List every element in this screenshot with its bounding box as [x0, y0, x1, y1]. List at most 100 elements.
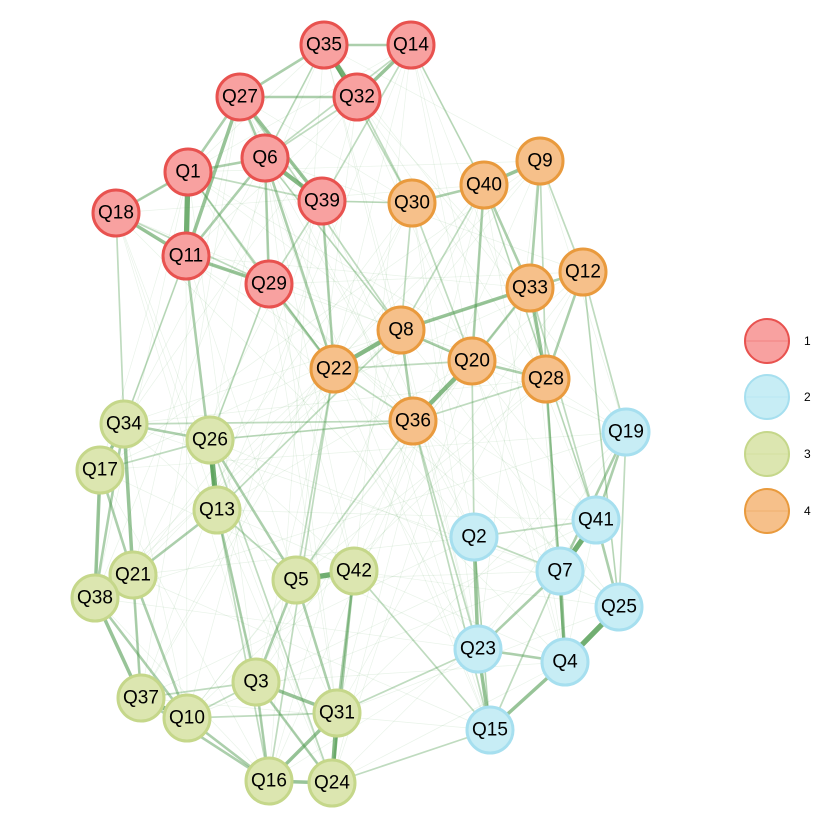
node-label: Q37 [123, 688, 159, 709]
faint-edge [186, 579, 297, 719]
legend-item-4: 4 [744, 488, 811, 534]
edge-Q35-Q30 [323, 44, 413, 204]
legend: 1 2 3 4 [744, 318, 811, 534]
legend-item-3: 3 [744, 431, 811, 477]
node-circle [297, 176, 347, 226]
faint-edge [140, 536, 475, 699]
faint-edge [333, 368, 475, 538]
node-circle [447, 336, 497, 386]
faint-edge [132, 96, 241, 576]
node-circle [465, 705, 515, 755]
faint-edge [356, 96, 531, 289]
edge-Q20-Q2 [471, 360, 475, 538]
edge-Q34-Q38 [93, 422, 126, 600]
faint-edge [264, 157, 414, 422]
node-circle [192, 485, 242, 535]
node-label: Q19 [608, 422, 644, 443]
node-label: Q40 [466, 175, 502, 196]
node-circle [453, 624, 503, 674]
node-circle [329, 546, 379, 596]
edge-Q6-Q8 [264, 157, 402, 331]
faint-edge [356, 96, 547, 380]
faint-edge [331, 44, 412, 784]
faint-edge [255, 661, 566, 683]
node-label: Q39 [304, 191, 340, 212]
faint-edge [216, 509, 597, 521]
edge-Q40-Q20 [470, 183, 486, 363]
faint-edge [295, 96, 358, 581]
node-label: Q25 [601, 597, 637, 618]
faint-edge [471, 184, 485, 362]
node-circle [244, 259, 294, 309]
edge-Q14-Q40 [410, 44, 485, 186]
faint-edge [216, 184, 485, 511]
faint-edge [185, 255, 561, 572]
faint-edge [331, 184, 485, 784]
edge-Q28-Q4 [544, 377, 567, 664]
faint-edge [323, 44, 541, 162]
faint-edge [99, 160, 541, 471]
edge-Q29-Q26 [209, 283, 270, 441]
edge-Q8-Q13 [216, 329, 402, 511]
node-circle [386, 20, 436, 70]
node-Q2: Q2 [449, 512, 499, 562]
edge-Q34-Q36 [123, 420, 414, 425]
node-Q4: Q4 [540, 637, 590, 687]
faint-edge [477, 431, 627, 650]
faint-edge [545, 378, 561, 572]
node-Q7: Q7 [535, 546, 585, 596]
edge-Q26-Q5 [208, 438, 298, 582]
edge-Q40-Q41 [483, 184, 597, 521]
faint-edge [410, 44, 473, 362]
faint-edge [99, 431, 627, 471]
node-circle [70, 573, 120, 623]
edge-Q36-Q5 [295, 420, 414, 581]
node-Q14: Q14 [386, 20, 436, 70]
edge-Q21-Q10 [131, 573, 189, 720]
faint-edge [99, 329, 402, 471]
faint-edge [321, 200, 475, 538]
faint-edge [410, 44, 485, 186]
node-label: Q5 [283, 570, 308, 591]
legend-label: 2 [804, 390, 811, 404]
faint-edge [400, 329, 627, 433]
edge-Q11-Q34 [123, 255, 187, 425]
faint-edge [353, 271, 584, 572]
node-label: Q35 [306, 35, 342, 56]
edge-Q38-Q10 [93, 596, 189, 720]
node-label: Q29 [251, 274, 287, 295]
faint-edge [187, 171, 479, 650]
node-label: Q7 [547, 561, 572, 582]
node-circle [312, 688, 362, 738]
faint-edge [264, 157, 355, 572]
node-circle [449, 512, 499, 562]
faint-edge [471, 360, 566, 663]
node-circle [594, 582, 644, 632]
faint-edge [331, 661, 566, 784]
faint-edge [268, 283, 355, 572]
faint-edge [94, 597, 479, 650]
legend-label: 1 [804, 334, 811, 348]
faint-edge [185, 255, 297, 581]
node-Q28: Q28 [521, 354, 571, 404]
faint-edge [132, 574, 491, 731]
edge-Q22-Q5 [295, 368, 335, 581]
node-Q21: Q21 [108, 550, 158, 600]
node-Q10: Q10 [162, 693, 212, 743]
faint-edge [94, 44, 325, 599]
node-circle [299, 20, 349, 70]
faint-edge [336, 271, 584, 714]
node-Q3: Q3 [231, 657, 281, 707]
node-circle [571, 495, 621, 545]
node-circle [271, 555, 321, 605]
faint-edge [209, 283, 270, 441]
node-label: Q38 [77, 588, 113, 609]
node-Q1: Q1 [163, 147, 213, 197]
node-circle [163, 147, 213, 197]
node-circle [376, 305, 426, 355]
faint-edge [356, 96, 561, 572]
node-circle [231, 657, 281, 707]
node-circle [515, 136, 565, 186]
node-circle [558, 247, 608, 297]
